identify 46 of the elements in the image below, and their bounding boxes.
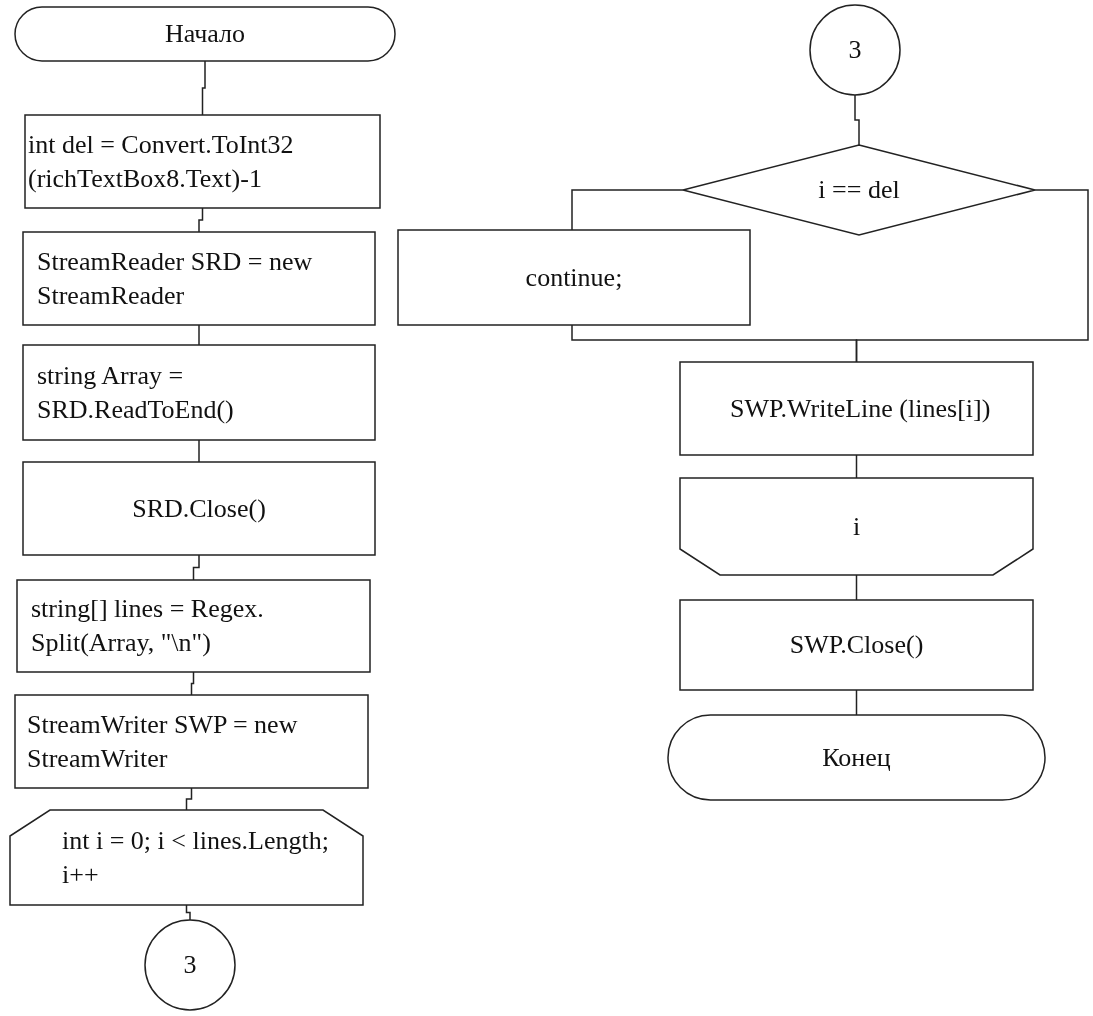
connector-circle bbox=[810, 5, 900, 95]
connector-line bbox=[855, 574, 858, 601]
process-box bbox=[680, 600, 1033, 690]
terminal-shape bbox=[668, 715, 1045, 800]
process-text: continue; bbox=[525, 261, 623, 294]
connector-circle bbox=[145, 920, 235, 1010]
connector-line bbox=[185, 904, 191, 921]
loop-end-shape bbox=[680, 478, 1033, 575]
terminal-label: Конец bbox=[822, 741, 891, 774]
process-text: StreamWriter SWP = new StreamWriter bbox=[27, 708, 299, 775]
connector-line bbox=[190, 671, 195, 696]
process-box bbox=[398, 230, 750, 325]
connector-line bbox=[571, 324, 858, 363]
connector-line bbox=[198, 439, 200, 463]
connector-line bbox=[855, 454, 858, 479]
connector-line bbox=[854, 94, 860, 146]
connector-label: 3 bbox=[183, 949, 197, 982]
connector-label: 3 bbox=[848, 34, 862, 67]
process-box bbox=[23, 232, 375, 325]
loop-condition-text: int i = 0; i < lines.Length; i++ bbox=[62, 824, 330, 891]
process-box bbox=[25, 115, 380, 208]
connector-line bbox=[571, 189, 684, 231]
process-box bbox=[23, 462, 375, 555]
process-box bbox=[23, 345, 375, 440]
process-text: int del = Convert.ToInt32 (richTextBox8.Text)-1 bbox=[28, 128, 295, 195]
loop-end-label: i bbox=[852, 510, 861, 543]
process-text: StreamReader SRD = new StreamReader bbox=[37, 245, 314, 312]
process-text: SRD.Close() bbox=[132, 492, 266, 525]
terminal-label: Начало bbox=[164, 18, 246, 51]
process-text: string[] lines = Regex. Split(Array, "\n") bbox=[31, 593, 265, 659]
connector-line bbox=[855, 689, 858, 716]
process-text: SWP.WriteLine (lines[i]) bbox=[730, 392, 991, 425]
process-box bbox=[17, 580, 370, 672]
decision-diamond bbox=[683, 145, 1035, 235]
process-text: string Array = SRD.ReadToEnd() bbox=[37, 359, 235, 426]
connector-line bbox=[198, 324, 200, 346]
process-box bbox=[680, 362, 1033, 455]
terminal-shape bbox=[15, 7, 395, 61]
connector-line bbox=[201, 60, 206, 116]
connector-line bbox=[192, 554, 200, 581]
connector-line bbox=[185, 787, 193, 811]
process-text: SWP.Close() bbox=[789, 629, 924, 662]
process-box bbox=[15, 695, 368, 788]
loop-start-shape bbox=[10, 810, 363, 905]
condition-text: i == del bbox=[818, 174, 900, 207]
connector-line bbox=[198, 207, 204, 233]
